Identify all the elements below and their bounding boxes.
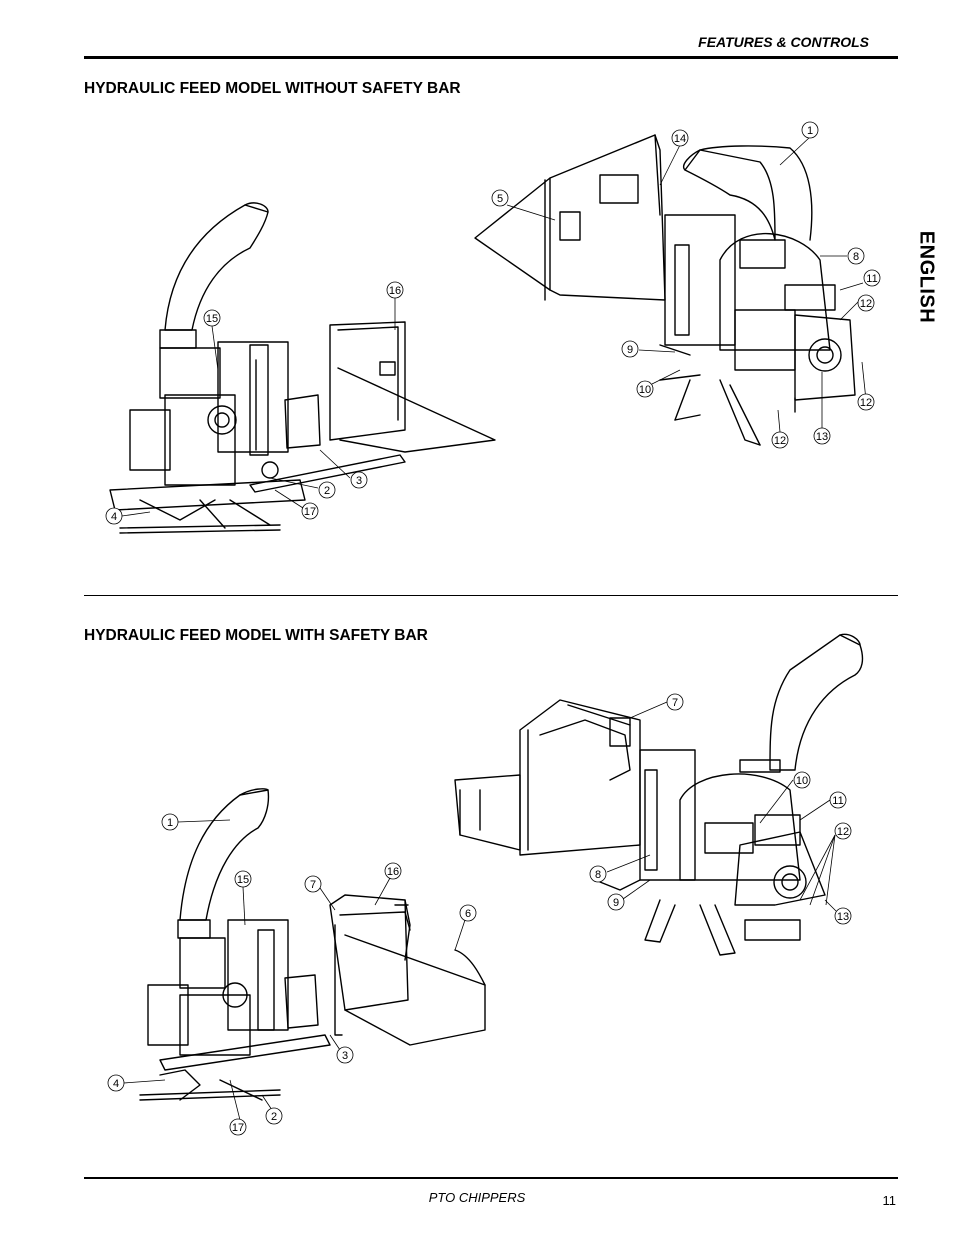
fig1-callout-13: 13 — [816, 431, 828, 443]
fig1-callout-10: 10 — [639, 384, 651, 396]
fig1-callout-16: 16 — [389, 285, 401, 297]
fig1-callout-12b: 12 — [860, 397, 872, 409]
fig2-callout-16: 16 — [387, 866, 399, 878]
header-rule — [84, 56, 898, 59]
fig1-callout-5: 5 — [497, 193, 503, 205]
fig2-callout-13: 13 — [837, 911, 849, 923]
figure-1-callouts — [121, 136, 867, 517]
figure-2-callouts — [123, 701, 837, 1121]
fig2-callout-6: 6 — [465, 908, 471, 920]
fig2-callout-2: 2 — [271, 1111, 277, 1123]
fig1-callout-12a: 12 — [860, 298, 872, 310]
figure-1-left-chipper-drawing — [109, 202, 496, 534]
fig1-callout-2: 2 — [324, 485, 330, 497]
fig2-callout-8: 8 — [595, 869, 601, 881]
fig2-callout-17: 17 — [232, 1122, 244, 1134]
fig2-callout-10: 10 — [796, 775, 808, 787]
figure-2-right-chipper-drawing — [454, 633, 864, 956]
fig1-callout-4: 4 — [111, 511, 117, 523]
fig2-callout-9: 9 — [613, 897, 619, 909]
fig1-callout-1: 1 — [807, 125, 813, 137]
footer-document-title: PTO CHIPPERS — [428, 1190, 526, 1205]
fig2-callout-7a: 7 — [672, 697, 678, 709]
page-number: 11 — [882, 1193, 897, 1208]
fig2-callout-4: 4 — [113, 1078, 119, 1090]
fig1-callout-15: 15 — [206, 313, 218, 325]
fig2-callout-3: 3 — [342, 1050, 348, 1062]
fig1-callout-9: 9 — [627, 344, 633, 356]
fig1-callout-3: 3 — [356, 475, 362, 487]
fig1-callout-11: 11 — [866, 273, 877, 285]
fig1-callout-12c: 12 — [774, 435, 786, 447]
fig2-callout-11: 11 — [832, 795, 843, 807]
fig1-callout-17: 17 — [304, 506, 316, 518]
page-section-header: FEATURES & CONTROLS — [698, 34, 869, 50]
footer-rule — [84, 1177, 898, 1179]
section-divider — [84, 595, 898, 596]
fig2-callout-12: 12 — [837, 826, 849, 838]
fig2-callout-1: 1 — [167, 817, 173, 829]
figure-1-right-chipper-drawing — [474, 134, 856, 446]
figure-1-callout-labels: 1 14 5 8 11 12 9 10 12 12 13 16 15 2 3 1… — [105, 121, 881, 525]
figure-2-title: HYDRAULIC FEED MODEL WITH SAFETY BAR — [84, 627, 428, 644]
fig2-callout-15: 15 — [237, 874, 249, 886]
fig2-callout-7b: 7 — [310, 879, 316, 891]
figure-1-title: HYDRAULIC FEED MODEL WITHOUT SAFETY BAR — [84, 80, 461, 97]
fig1-callout-8: 8 — [853, 251, 859, 263]
figure-2-callout-labels: 7 10 11 12 8 9 13 1 15 7 16 6 3 4 2 17 — [107, 693, 852, 1136]
figure-2-left-chipper-drawing — [139, 788, 486, 1101]
fig1-callout-14: 14 — [674, 133, 686, 145]
